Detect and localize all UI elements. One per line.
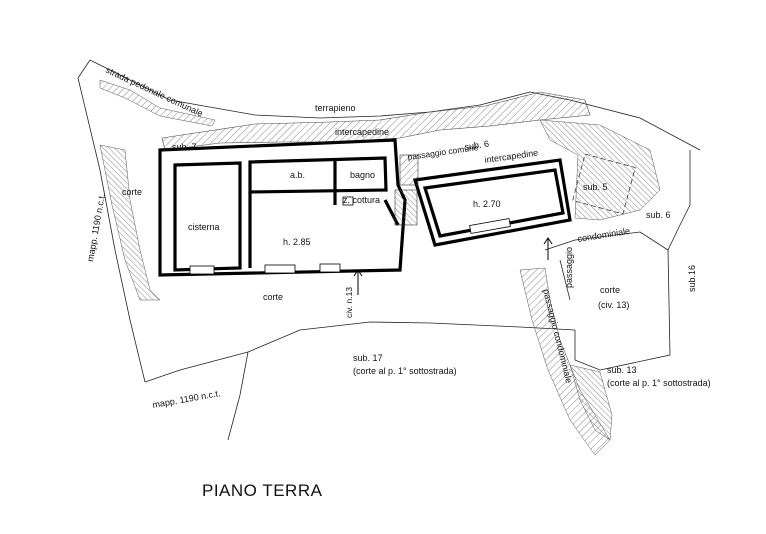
label-sub17-desc: (corte al p. 1° sottostrada) — [353, 366, 457, 376]
label-sub6-top: sub. 6 — [464, 139, 490, 152]
label-terrapieno: terrapieno — [315, 103, 356, 113]
entrance-arrows — [353, 237, 553, 295]
sub5-outline — [572, 153, 636, 215]
label-mapp-left: mapp. 1190 n.c.t. — [85, 193, 107, 263]
label-zcottura: z. cottura — [343, 195, 380, 205]
right-hatch — [519, 119, 661, 456]
label-corte-right: corte — [600, 285, 620, 295]
openings — [189, 196, 511, 275]
label-sub13: sub. 13 — [607, 365, 637, 375]
label-sub5: sub. 5 — [583, 182, 608, 192]
label-intercapedine-top: intercapedine — [335, 127, 389, 137]
label-sub17: sub. 17 — [353, 353, 383, 363]
label-mapp-bottom: mapp. 1190 n.c.t. — [152, 388, 222, 410]
left-hatch — [99, 79, 216, 301]
label-sub16: sub.16 — [687, 265, 697, 292]
label-h285: h. 2.85 — [283, 237, 311, 247]
label-intercapedine-right: intercapedine — [484, 148, 539, 165]
label-civ13: civ. n.13 — [344, 287, 354, 318]
main-building — [158, 138, 407, 277]
label-cisterna: cisterna — [188, 222, 220, 232]
label-sub6-right: sub. 6 — [646, 210, 671, 220]
label-corte-bottom: corte — [263, 292, 283, 302]
stairs — [394, 154, 419, 226]
label-sub7: sub. 7 — [172, 142, 197, 152]
label-passaggio: passaggio — [564, 247, 574, 288]
terrapieno-hatch — [161, 91, 591, 151]
label-h270: h. 2.70 — [473, 199, 501, 209]
label-corte-left: corte — [122, 187, 142, 197]
label-ab: a.b. — [290, 170, 305, 180]
label-bagno: bagno — [350, 170, 375, 180]
label-sub13-desc: (corte al p. 1° sottostrada) — [607, 378, 711, 388]
label-condominiale: condominiale — [577, 226, 631, 244]
page-title: PIANO TERRA — [202, 481, 323, 500]
right-building — [412, 158, 572, 247]
label-corte-right-civ: (civ. 13) — [598, 300, 629, 310]
